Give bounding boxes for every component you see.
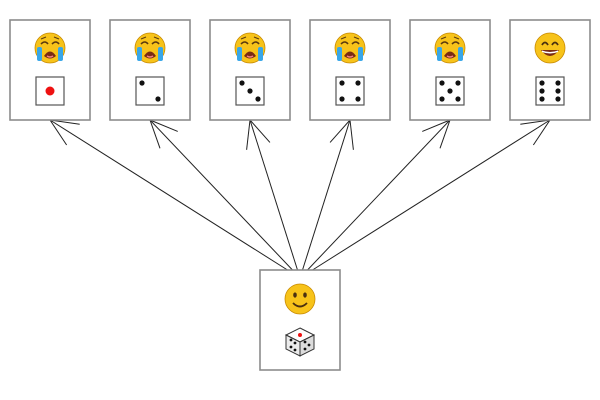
die-pip bbox=[339, 80, 345, 86]
die-pip bbox=[247, 88, 253, 94]
die-pip bbox=[555, 88, 561, 94]
outcome-boxes bbox=[9, 19, 591, 121]
die-pip bbox=[439, 80, 445, 86]
die-face-2-icon bbox=[135, 76, 165, 106]
die-pip bbox=[539, 96, 545, 102]
die-pip bbox=[455, 80, 461, 86]
outcome-2-box bbox=[109, 19, 191, 121]
outcome-6-box bbox=[509, 19, 591, 121]
die-pip bbox=[539, 80, 545, 86]
die-pip bbox=[555, 96, 561, 102]
die-face-3-icon bbox=[235, 76, 265, 106]
loudly-crying-face-icon bbox=[334, 32, 366, 64]
die-face-1-icon bbox=[35, 76, 65, 106]
arrow-to-outcome-6 bbox=[312, 119, 551, 271]
die-face-6-icon bbox=[535, 76, 565, 106]
arrows-layer bbox=[49, 119, 551, 271]
loudly-crying-face-icon bbox=[234, 32, 266, 64]
loudly-crying-face-icon bbox=[434, 32, 466, 64]
source-box bbox=[259, 269, 341, 371]
outcome-4-box bbox=[309, 19, 391, 121]
die-pip bbox=[139, 80, 145, 86]
outcome-5-box bbox=[409, 19, 491, 121]
die-pip bbox=[539, 88, 545, 94]
die-pip bbox=[45, 86, 55, 96]
die-pip bbox=[155, 96, 161, 102]
die-pip bbox=[439, 96, 445, 102]
die-face-5-icon bbox=[435, 76, 465, 106]
die-pip bbox=[239, 80, 245, 86]
source-card bbox=[259, 269, 341, 371]
die-pip bbox=[355, 80, 361, 86]
grinning-face-icon bbox=[534, 32, 566, 64]
arrow-to-outcome-1 bbox=[49, 119, 288, 271]
loudly-crying-face-icon bbox=[34, 32, 66, 64]
die-pip bbox=[447, 88, 453, 94]
die-pip bbox=[355, 96, 361, 102]
loudly-crying-face-icon bbox=[134, 32, 166, 64]
outcome-3-box bbox=[209, 19, 291, 121]
die-pip bbox=[255, 96, 261, 102]
arrow-to-outcome-5 bbox=[307, 119, 451, 271]
outcome-1-box bbox=[9, 19, 91, 121]
die-pip bbox=[455, 96, 461, 102]
arrow-to-outcome-3 bbox=[246, 119, 298, 271]
slightly-smiling-face-icon bbox=[284, 283, 316, 315]
die-pip bbox=[555, 80, 561, 86]
die-face-4-icon bbox=[335, 76, 365, 106]
die-pip bbox=[339, 96, 345, 102]
arrow-to-outcome-4 bbox=[302, 119, 354, 271]
game-die-icon bbox=[284, 327, 316, 357]
arrow-to-outcome-2 bbox=[149, 119, 293, 271]
